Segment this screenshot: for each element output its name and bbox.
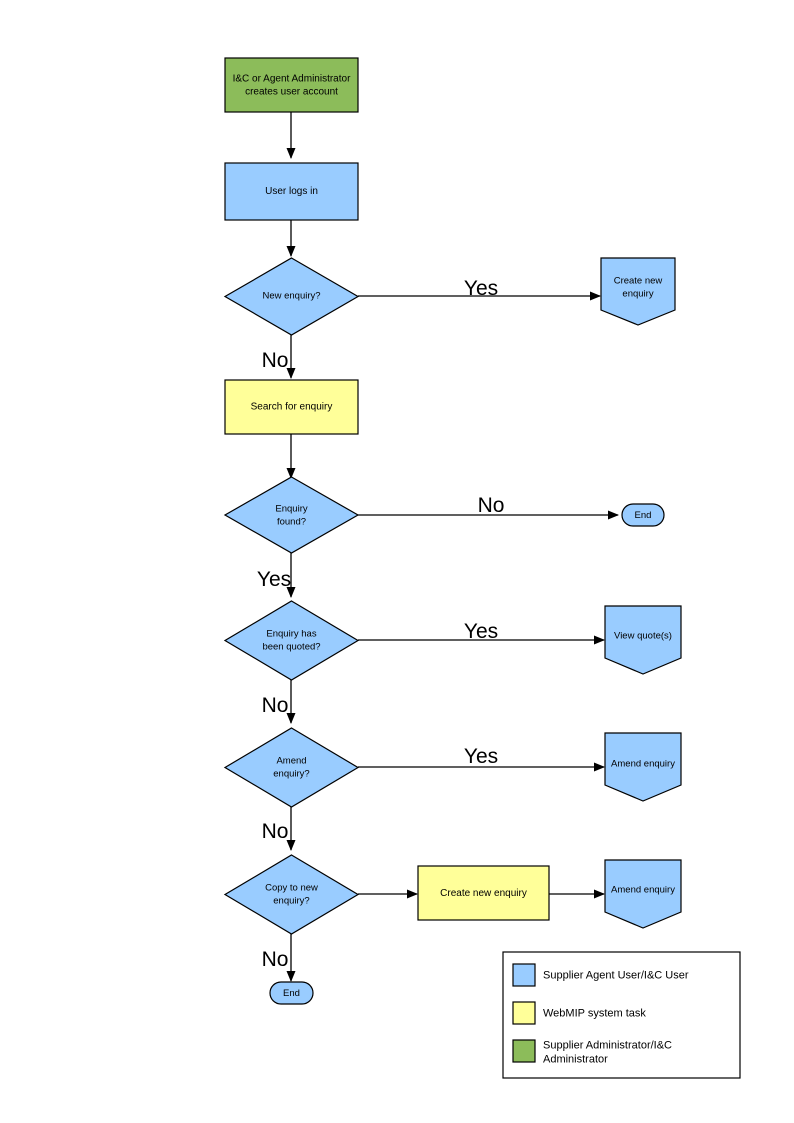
- legend-swatch-yellow: [512, 1001, 536, 1025]
- node-label-line-2: found?: [277, 517, 306, 528]
- node-admin-creates-account[interactable]: I&C or Agent Administrator creates user …: [224, 57, 359, 113]
- node-label-line-1: Amend enquiry: [611, 759, 675, 770]
- node-shape-diamond: [223, 257, 360, 336]
- node-create-new-enquiry-2[interactable]: Create new enquiry: [417, 865, 550, 921]
- node-view-quotes[interactable]: View quote(s): [604, 605, 682, 675]
- node-label-line-1: View quote(s): [614, 631, 672, 642]
- node-shape-diamond: [223, 476, 360, 554]
- node-label-line-2: been quoted?: [262, 642, 320, 653]
- legend-label-line-1: WebMIP system task: [543, 1007, 646, 1019]
- node-label-line-1: Amend: [276, 756, 306, 767]
- node-shape-diamond: [223, 600, 360, 681]
- edge-label-quoted-yes: Yes: [464, 620, 498, 643]
- legend-item-supplier-administrator: Supplier Administrator/I&C Administrator: [512, 1039, 672, 1065]
- node-shape-diamond: [223, 727, 360, 808]
- node-label-line-1: Create new: [614, 276, 663, 287]
- legend-item-supplier-agent-user: Supplier Agent User/I&C User: [512, 963, 689, 987]
- node-amend-enquiry-1[interactable]: Amend enquiry: [604, 732, 682, 802]
- edge-label-newenquiry-no: No: [262, 349, 289, 372]
- node-label-line-2: creates user account: [245, 87, 338, 98]
- node-label-line-1: Copy to new: [265, 883, 318, 894]
- node-label-line-2: enquiry: [622, 289, 653, 300]
- node-enquiry-quoted-decision[interactable]: Enquiry has been quoted?: [223, 600, 360, 681]
- node-label-line-1: Enquiry: [275, 504, 307, 515]
- node-shape-pentagon: [604, 859, 682, 929]
- edge-label-quoted-no: No: [262, 694, 289, 717]
- node-shape-rect: [224, 379, 359, 435]
- node-label-line-1: User logs in: [265, 186, 318, 197]
- legend-label-line-1: Supplier Administrator/I&C: [543, 1039, 672, 1051]
- node-new-enquiry-decision[interactable]: New enquiry?: [223, 257, 360, 336]
- node-end-1[interactable]: End: [621, 503, 665, 527]
- legend-label-line-2: Administrator: [543, 1053, 608, 1065]
- edge-label-found-yes: Yes: [257, 568, 291, 591]
- legend-swatch-green: [512, 1039, 536, 1063]
- edge-label-found-no: No: [478, 494, 505, 517]
- node-shape-pentagon: [604, 732, 682, 802]
- legend-item-webmip-system-task: WebMIP system task: [512, 1001, 646, 1025]
- node-shape-rect: [224, 162, 359, 221]
- node-user-logs-in[interactable]: User logs in: [224, 162, 359, 221]
- node-label-line-1: Search for enquiry: [251, 402, 333, 413]
- node-shape-terminal: [621, 503, 665, 527]
- node-end-2[interactable]: End: [269, 981, 314, 1005]
- legend-border: [502, 951, 741, 1079]
- edges: [286, 112, 619, 982]
- node-shape-terminal: [269, 981, 314, 1005]
- node-shape-rect: [417, 865, 550, 921]
- edge-label-copy-no: No: [262, 948, 289, 971]
- node-shape-pentagon: [604, 605, 682, 675]
- node-shape-diamond: [223, 854, 360, 935]
- node-amend-enquiry-2[interactable]: Amend enquiry: [604, 859, 682, 929]
- edge-label-amend-no: No: [262, 820, 289, 843]
- node-label-line-1: New enquiry?: [262, 291, 320, 302]
- legend: Supplier Agent User/I&C User WebMIP syst…: [502, 951, 741, 1079]
- node-label-line-1: I&C or Agent Administrator: [233, 74, 352, 85]
- edge-label-amend-yes: Yes: [464, 745, 498, 768]
- legend-label-line-1: Supplier Agent User/I&C User: [543, 969, 689, 981]
- edge-label-newenquiry-yes: Yes: [464, 277, 498, 300]
- node-label-line-2: enquiry?: [273, 896, 309, 907]
- node-label-line-1: Enquiry has: [266, 629, 316, 640]
- node-create-new-enquiry-1[interactable]: Create new enquiry: [600, 257, 676, 326]
- legend-swatch-blue: [512, 963, 536, 987]
- node-enquiry-found-decision[interactable]: Enquiry found?: [223, 476, 360, 554]
- node-label-line-1: Create new enquiry: [440, 888, 527, 899]
- node-label-line-1: End: [635, 510, 652, 521]
- node-label-line-1: Amend enquiry: [611, 885, 675, 896]
- edge-labels: Yes No No Yes Yes No Yes No No: [257, 277, 505, 971]
- node-label-line-2: enquiry?: [273, 769, 309, 780]
- node-label-line-1: End: [283, 988, 300, 999]
- node-shape-pentagon: [600, 257, 676, 326]
- node-amend-enquiry-decision[interactable]: Amend enquiry?: [223, 727, 360, 808]
- node-shape-rect: [224, 57, 359, 113]
- node-search-for-enquiry[interactable]: Search for enquiry: [224, 379, 359, 435]
- node-copy-to-new-enquiry-decision[interactable]: Copy to new enquiry?: [223, 854, 360, 935]
